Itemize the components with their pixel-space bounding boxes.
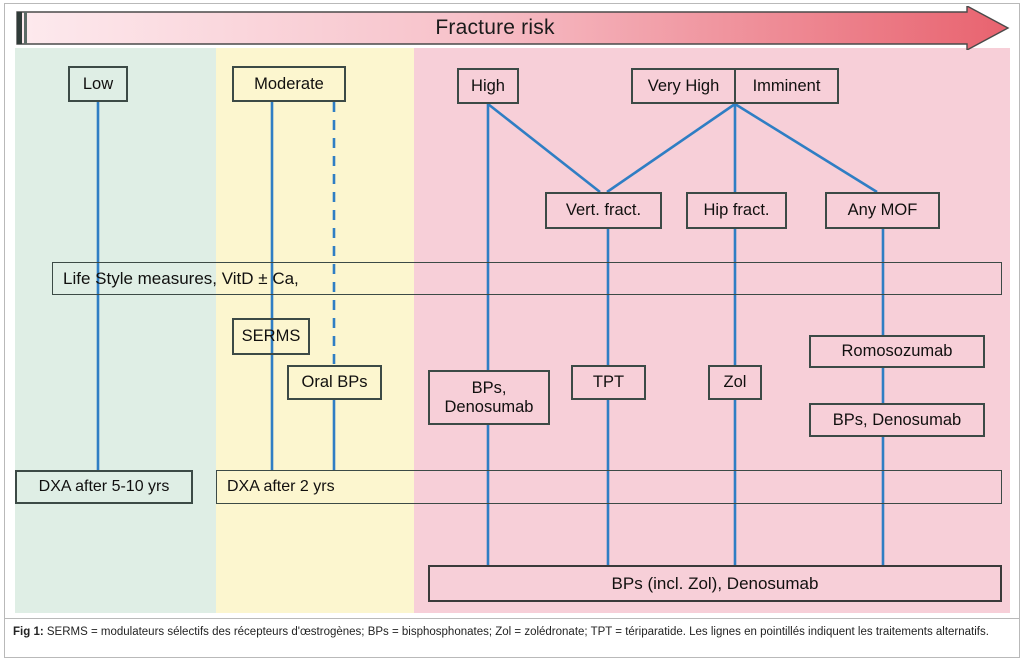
figure-caption: Fig 1: SERMS = modulateurs sélectifs des… (4, 618, 1020, 658)
figure-border (4, 3, 1020, 658)
fracture-box-any-mof[interactable]: Any MOF (825, 192, 940, 229)
treatment-box-zol[interactable]: Zol (708, 365, 762, 400)
fracture-box-vert-fract[interactable]: Vert. fract. (545, 192, 662, 229)
treatment-box-tpt[interactable]: TPT (571, 365, 646, 400)
risk-box-imminent[interactable]: Imminent (735, 68, 839, 104)
treatment-box-bps-denosumab-2[interactable]: BPs, Denosumab (809, 403, 985, 437)
fracture-risk-arrow (15, 6, 1010, 50)
caption-text: SERMS = modulateurs sélectifs des récept… (43, 626, 989, 638)
followup-box-dxa-5-10[interactable]: DXA after 5-10 yrs (15, 470, 193, 504)
risk-box-low[interactable]: Low (68, 66, 128, 102)
lifestyle-measures-band[interactable]: Life Style measures, VitD ± Ca, (52, 262, 1002, 295)
treatment-box-oral-bps[interactable]: Oral BPs (287, 365, 382, 400)
treatment-box-serms[interactable]: SERMS (232, 318, 310, 355)
bottom-treatment-band[interactable]: BPs (incl. Zol), Denosumab (428, 565, 1002, 602)
caption-prefix: Fig 1: (13, 626, 44, 638)
treatment-box-romosozumab[interactable]: Romosozumab (809, 335, 985, 368)
risk-box-moderate[interactable]: Moderate (232, 66, 346, 102)
risk-band-low (15, 48, 216, 613)
fracture-box-hip-fract[interactable]: Hip fract. (686, 192, 787, 229)
treatment-box-bps-denosumab[interactable]: BPs, Denosumab (428, 370, 550, 425)
risk-band-high (414, 48, 1010, 613)
risk-band-moderate (216, 48, 414, 613)
followup-band-dxa-2[interactable]: DXA after 2 yrs (216, 470, 1002, 504)
risk-box-high[interactable]: High (457, 68, 519, 104)
risk-box-very-high[interactable]: Very High (631, 68, 735, 104)
